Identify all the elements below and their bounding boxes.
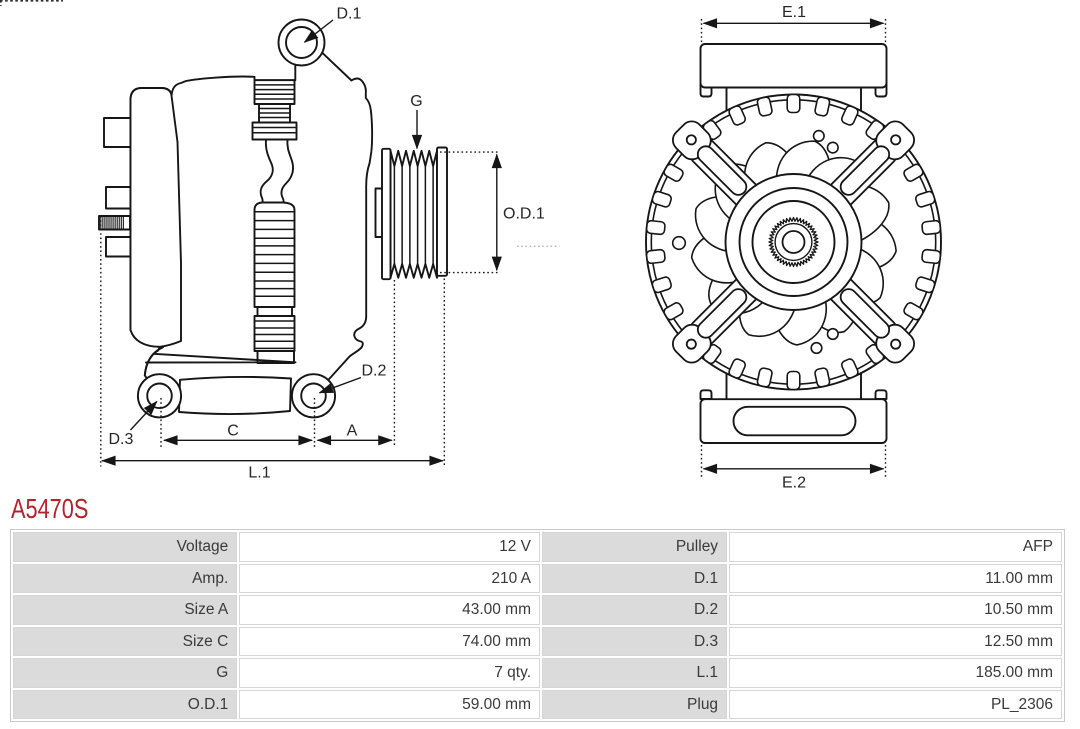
technical-drawing: D.1 G O.D.1 D.2 D.3 C A L.1 xyxy=(0,0,942,492)
alternator-front-view xyxy=(645,43,942,444)
label-d1: D.1 xyxy=(337,6,362,23)
spec-value: 74.00 mm xyxy=(239,626,540,656)
table-row: O.D.1 59.00 mm Plug PL_2306 xyxy=(13,689,1062,719)
front-small-holes xyxy=(671,129,839,355)
spec-value: 59.00 mm xyxy=(239,689,540,719)
spec-value: 7 qty. xyxy=(239,658,540,688)
side-rear-cover xyxy=(129,87,182,348)
front-shaft-hole xyxy=(781,230,806,254)
pulley-grooves xyxy=(389,149,438,279)
label-a: A xyxy=(347,423,358,440)
side-mount-bar xyxy=(178,375,292,415)
leader-d3 xyxy=(129,400,158,431)
label-d2: D.2 xyxy=(362,363,387,380)
label-l1: L.1 xyxy=(248,465,270,482)
dotted-extension-lines xyxy=(100,151,500,467)
table-row: Amp. 210 A D.1 11.00 mm xyxy=(13,563,1062,593)
spec-value: 10.50 mm xyxy=(729,595,1062,625)
table-row: Voltage 12 V Pulley AFP xyxy=(13,532,1062,562)
spec-label: D.3 xyxy=(542,626,728,656)
side-terminal-block-3 xyxy=(105,236,132,258)
side-foot-wedge xyxy=(145,352,297,364)
table-row: Size C 74.00 mm D.3 12.50 mm xyxy=(13,626,1062,656)
crop-artifact-dash xyxy=(0,0,63,6)
table-row: G 7 qty. L.1 185.00 mm xyxy=(13,658,1062,688)
spec-label: Pulley xyxy=(542,532,728,562)
front-rim-teeth xyxy=(645,93,942,391)
leader-d1 xyxy=(303,19,334,43)
side-terminal-block-2 xyxy=(105,186,132,210)
spec-label: Size C xyxy=(13,626,238,656)
side-foot-arm xyxy=(143,346,164,377)
label-c: C xyxy=(227,423,239,440)
pulley-flange-right xyxy=(436,146,448,277)
side-rib-stack xyxy=(251,79,298,364)
spec-label: Plug xyxy=(542,689,728,719)
side-lug-hole xyxy=(285,26,318,59)
spec-label: G xyxy=(13,658,238,688)
spec-value: PL_2306 xyxy=(729,689,1062,719)
spec-value: 210 A xyxy=(239,563,540,593)
side-ear-d3-hole xyxy=(146,382,173,410)
spec-value: 12.50 mm xyxy=(729,626,1062,656)
side-view-labels: D.1 G O.D.1 D.2 D.3 C A L.1 xyxy=(109,6,545,482)
label-g: G xyxy=(410,93,422,110)
label-d3: D.3 xyxy=(109,431,134,448)
spec-label: Amp. xyxy=(13,563,238,593)
spec-label: D.2 xyxy=(542,595,728,625)
spec-label: D.1 xyxy=(542,563,728,593)
front-center-assembly xyxy=(724,173,863,311)
side-view-dimensions xyxy=(100,19,502,467)
pulley-groove-lines xyxy=(393,165,434,265)
spec-label: Voltage xyxy=(13,532,238,562)
spec-label: Size A xyxy=(13,595,238,625)
spec-value: 43.00 mm xyxy=(239,595,540,625)
table-row: Size A 43.00 mm D.2 10.50 mm xyxy=(13,595,1062,625)
label-od1: O.D.1 xyxy=(503,206,545,223)
alternator-side-view xyxy=(98,18,448,419)
pulley-flange-left xyxy=(381,147,392,281)
front-bracket-slot xyxy=(732,405,857,437)
label-e1: E.1 xyxy=(782,4,806,21)
spec-value: AFP xyxy=(729,532,1062,562)
knurl-hatch xyxy=(100,216,124,230)
spec-label: L.1 xyxy=(542,658,728,688)
spec-value: 12 V xyxy=(239,532,540,562)
spec-value: 185.00 mm xyxy=(729,658,1062,688)
label-e2: E.2 xyxy=(782,475,806,492)
front-view-dimensions xyxy=(700,18,887,477)
part-number: A5470S xyxy=(11,493,89,524)
spec-value: 11.00 mm xyxy=(729,563,1062,593)
side-ear-d2-hole xyxy=(300,382,327,410)
side-stud-knurl xyxy=(98,215,131,231)
front-view-labels: E.1 E.2 xyxy=(782,4,806,492)
spec-table: Voltage 12 V Pulley AFP Amp. 210 A D.1 1… xyxy=(10,529,1065,722)
leader-d2 xyxy=(318,376,362,394)
side-terminal-block-1 xyxy=(103,117,132,148)
spec-label: O.D.1 xyxy=(13,689,238,719)
